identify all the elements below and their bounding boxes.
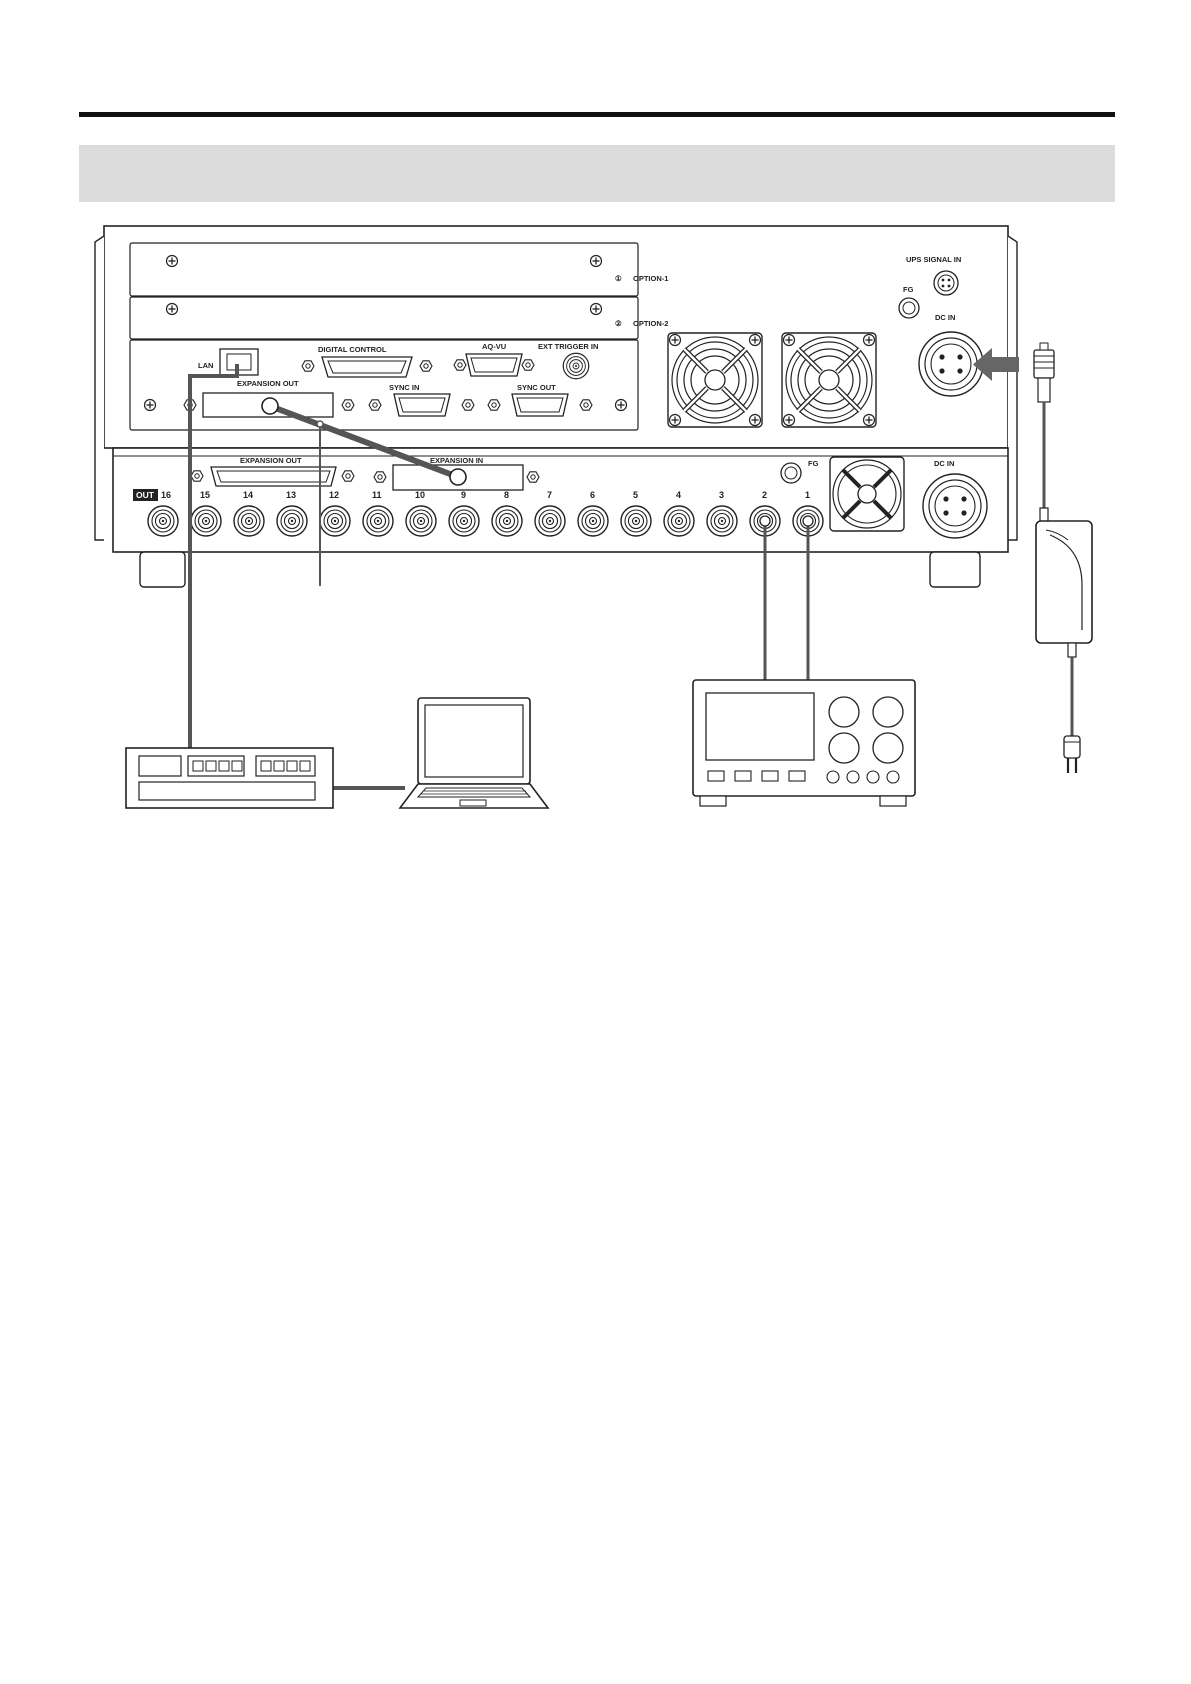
channel-2-label: 2 (762, 490, 767, 500)
screw-icon (591, 304, 602, 315)
option-slot-1 (130, 243, 638, 296)
lower-unit: EXPANSION OUT EXPANSION IN FG DC IN OUT (113, 448, 1008, 587)
screw-icon (591, 256, 602, 267)
expansion-out-label-lower: EXPANSION OUT (240, 456, 302, 465)
screw-icon (167, 304, 178, 315)
channel-5-label: 5 (633, 490, 638, 500)
expansion-out-connector-lower[interactable] (211, 467, 336, 486)
foot (140, 552, 185, 587)
expansion-out-label-upper: EXPANSION OUT (237, 379, 299, 388)
digital-control-label: DIGITAL CONTROL (318, 345, 387, 354)
screw-icon (145, 400, 156, 411)
fan-icon (668, 333, 762, 427)
dc-in-connector-upper[interactable] (919, 332, 983, 396)
channel-8-label: 8 (504, 490, 509, 500)
channel-9-label: 9 (461, 490, 466, 500)
channel-10-label: 10 (415, 490, 425, 500)
channel-1-label: 1 (805, 490, 810, 500)
screw-icon (302, 361, 314, 371)
expansion-in-label: EXPANSION IN (430, 456, 483, 465)
channel-7-label: 7 (547, 490, 552, 500)
screw-icon (616, 400, 627, 411)
option-1-marker: ① (615, 274, 622, 283)
aq-vu-connector[interactable] (466, 354, 522, 376)
sync-out-label: SYNC OUT (517, 383, 556, 392)
screw-icon (420, 361, 432, 371)
option-2-label: OPTION-2 (633, 319, 668, 328)
sync-out-connector[interactable] (512, 394, 568, 416)
ext-trigger-in-label: EXT TRIGGER IN (538, 342, 598, 351)
dc-in-label-upper: DC IN (935, 313, 955, 322)
expansion-cable-plug (262, 398, 278, 414)
option-slot-2 (130, 297, 638, 339)
ups-signal-in-label: UPS SIGNAL IN (906, 255, 961, 264)
sync-in-label: SYNC IN (389, 383, 419, 392)
power-plug-icon (1064, 736, 1080, 773)
fg-label-upper: FG (903, 285, 914, 294)
channel-15-label: 15 (200, 490, 210, 500)
fan-icon (830, 457, 904, 531)
lan-label: LAN (198, 361, 213, 370)
fg-terminal-upper[interactable] (899, 298, 919, 318)
screw-icon (342, 400, 354, 410)
screw-icon (527, 472, 539, 482)
dc-plug (1034, 343, 1054, 402)
screw-icon (454, 360, 466, 370)
screw-icon (462, 400, 474, 410)
ext-trigger-in-bnc[interactable] (563, 353, 589, 379)
dc-in-label-lower: DC IN (934, 459, 954, 468)
channel-16-label: 16 (161, 490, 171, 500)
channel-11-label: 11 (372, 490, 382, 500)
screw-icon (167, 256, 178, 267)
expansion-cable-plug (450, 469, 466, 485)
dc-in-connector-lower[interactable] (923, 474, 987, 538)
channel-6-label: 6 (590, 490, 595, 500)
network-switch-icon (126, 748, 333, 808)
screw-icon (374, 472, 386, 482)
screw-icon (522, 360, 534, 370)
channel-3-label: 3 (719, 490, 724, 500)
option-2-marker: ② (615, 319, 622, 328)
screw-icon (488, 400, 500, 410)
channel-14-label: 14 (243, 490, 253, 500)
aq-vu-label: AQ-VU (482, 342, 506, 351)
option-1-label: OPTION-1 (633, 274, 668, 283)
channel-13-label: 13 (286, 490, 296, 500)
fg-label-lower: FG (808, 459, 819, 468)
ac-adapter-icon (1036, 521, 1092, 643)
digital-control-connector[interactable] (322, 357, 412, 377)
screw-icon (580, 400, 592, 410)
fan-icon (782, 333, 876, 427)
sync-in-connector[interactable] (394, 394, 450, 416)
out-badge-text: OUT (136, 490, 155, 500)
channel-4-label: 4 (676, 490, 681, 500)
channel-12-label: 12 (329, 490, 339, 500)
laptop-icon (400, 698, 548, 808)
fg-terminal-lower[interactable] (781, 463, 801, 483)
foot (930, 552, 980, 587)
screw-icon (191, 471, 203, 481)
measuring-instrument-icon (693, 680, 915, 806)
screw-icon (342, 471, 354, 481)
screw-icon (369, 400, 381, 410)
